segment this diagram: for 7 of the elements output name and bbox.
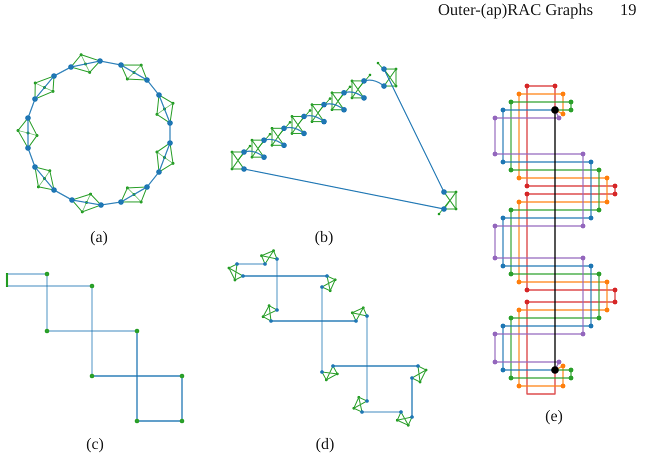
subfigure-label: (d) bbox=[316, 436, 334, 454]
page-number: 19 bbox=[620, 1, 636, 20]
running-header: Outer-(ap)RAC Graphs bbox=[438, 1, 594, 20]
subfigure-label: (e) bbox=[545, 408, 563, 426]
subfigure-label: (a) bbox=[90, 229, 108, 247]
subfigure-label: (b) bbox=[314, 229, 334, 247]
subfigure-label: (c) bbox=[86, 436, 104, 454]
